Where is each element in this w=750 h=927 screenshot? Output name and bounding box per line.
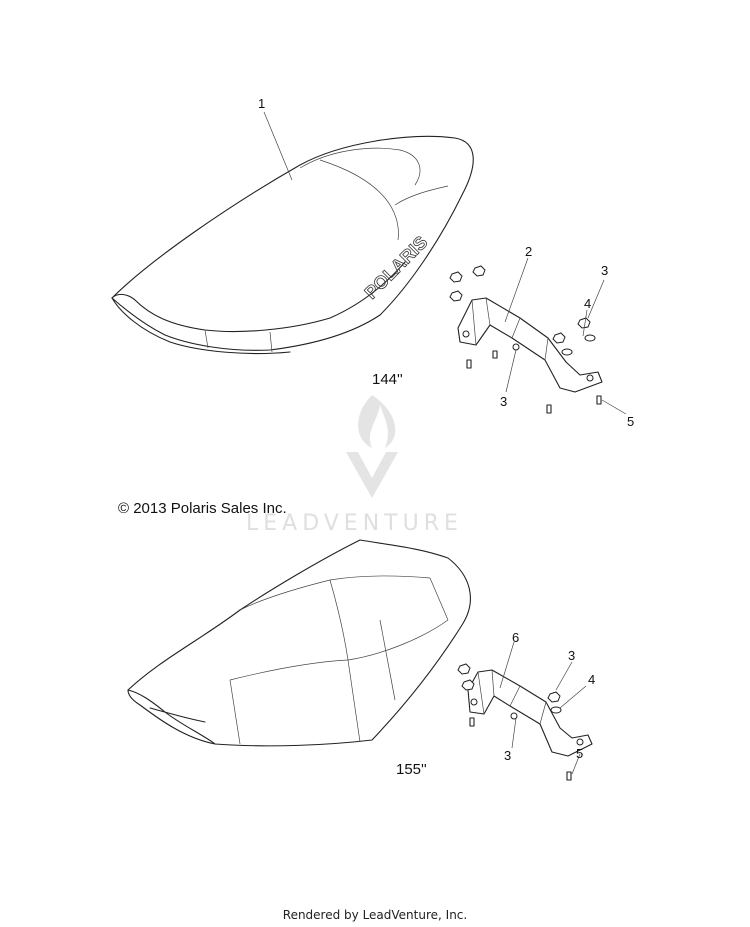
- callout-3-bottom-right: 3: [568, 648, 575, 663]
- callout-5-bottom: 5: [576, 746, 583, 761]
- copyright-text: © 2013 Polaris Sales Inc.: [118, 500, 287, 517]
- callout-3-top-bottom: 3: [500, 394, 507, 409]
- callout-1: 1: [258, 96, 265, 111]
- callout-6: 6: [512, 630, 519, 645]
- bottom-leaders: [499, 641, 587, 775]
- callout-3-top-right: 3: [601, 263, 608, 278]
- seat-logo: POLARIS: [361, 232, 432, 303]
- callout-4-top: 4: [584, 296, 591, 311]
- seat-155-illustration: [127, 539, 471, 747]
- bracket-6-illustration: [457, 663, 593, 781]
- callout-3-bottom-left: 3: [504, 748, 511, 763]
- top-leaders: [263, 111, 627, 415]
- callout-4-bottom: 4: [588, 672, 595, 687]
- bracket-2-illustration: [449, 265, 603, 414]
- seat-144-illustration: POLARIS: [111, 135, 474, 355]
- render-credit: Rendered by LeadVenture, Inc.: [282, 908, 468, 922]
- watermark-text: LEADVENTURE: [246, 511, 463, 536]
- watermark-logo: LEADVENTURE: [246, 395, 463, 536]
- size-label-155: 155'': [396, 761, 427, 778]
- callout-5-top: 5: [627, 414, 634, 429]
- size-label-144: 144'': [372, 371, 403, 388]
- callout-2: 2: [525, 244, 532, 259]
